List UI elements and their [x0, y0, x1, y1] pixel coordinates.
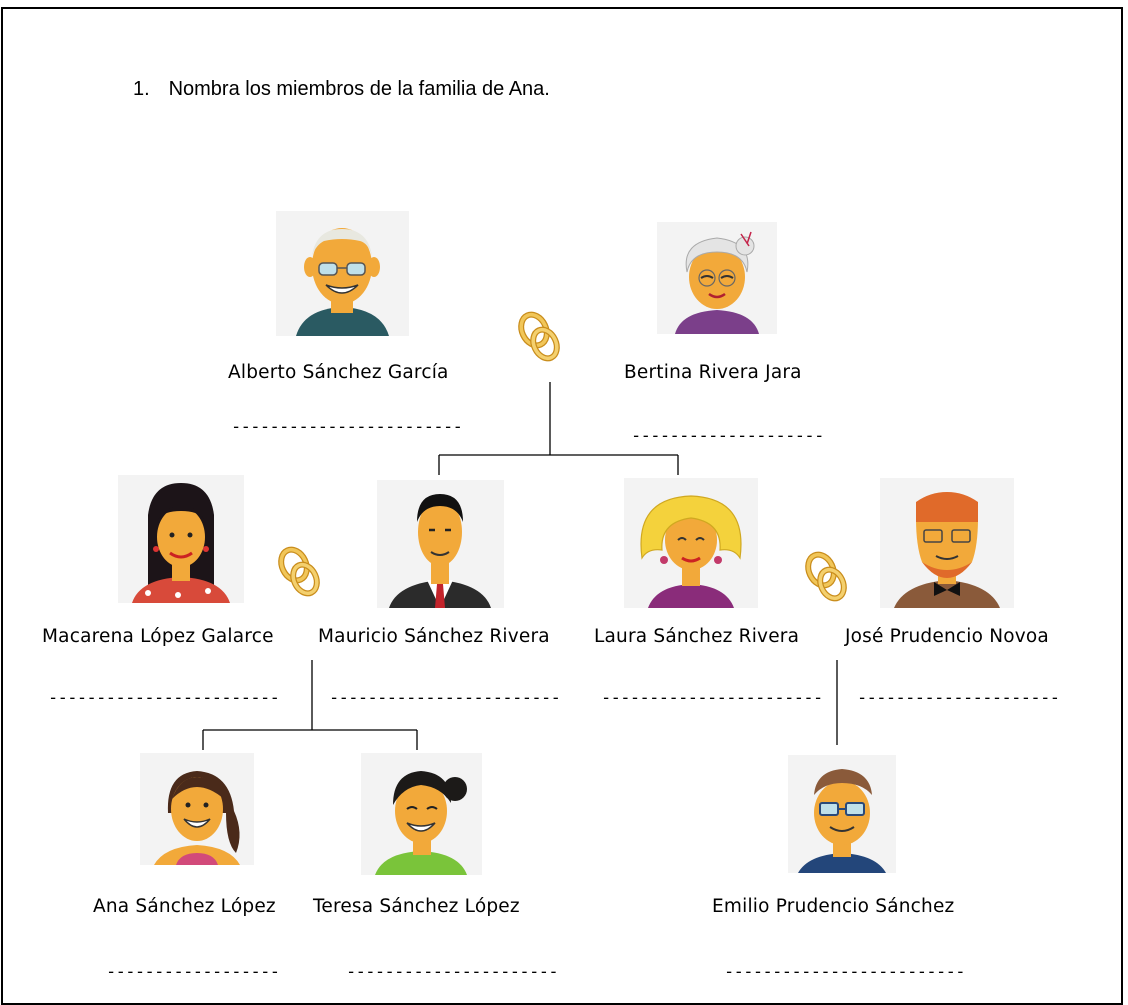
portrait-bertina [657, 222, 777, 334]
name-emilio: Emilio Prudencio Sánchez [712, 896, 955, 917]
portrait-emilio [788, 755, 896, 873]
portrait-ana [140, 753, 254, 865]
name-alberto: Alberto Sánchez García [228, 362, 449, 383]
answer-blank-macarena[interactable]: ------------------------ [48, 688, 280, 708]
name-mauricio: Mauricio Sánchez Rivera [318, 626, 550, 647]
portrait-alberto [276, 211, 409, 336]
question-number: 1. [133, 78, 150, 100]
answer-blank-laura[interactable]: ----------------------- [601, 688, 823, 708]
wedding-rings-icon [276, 545, 324, 599]
wedding-rings-icon [803, 550, 851, 604]
question-text: Nombra los miembros de la familia de Ana… [168, 78, 550, 100]
name-bertina: Bertina Rivera Jara [624, 362, 802, 383]
answer-blank-teresa[interactable]: ---------------------- [346, 962, 559, 982]
name-laura: Laura Sánchez Rivera [594, 626, 800, 647]
name-jose: José Prudencio Novoa [845, 626, 1049, 647]
name-macarena: Macarena López Galarce [42, 626, 274, 647]
portrait-macarena [118, 475, 244, 603]
answer-blank-jose[interactable]: --------------------- [857, 688, 1060, 708]
answer-blank-alberto[interactable]: ------------------------ [231, 417, 463, 437]
answer-blank-bertina[interactable]: -------------------- [631, 426, 824, 446]
question-1: 1. Nombra los miembros de la familia de … [133, 78, 550, 101]
portrait-jose [880, 478, 1014, 608]
answer-blank-ana[interactable]: ------------------ [106, 962, 280, 982]
portrait-teresa [361, 753, 482, 875]
name-teresa: Teresa Sánchez López [313, 896, 520, 917]
wedding-rings-icon [516, 310, 564, 364]
portrait-laura [624, 478, 758, 608]
name-ana: Ana Sánchez López [93, 896, 276, 917]
answer-blank-emilio[interactable]: ------------------------- [724, 962, 965, 982]
answer-blank-mauricio[interactable]: ------------------------ [329, 688, 561, 708]
portrait-mauricio [377, 480, 504, 608]
